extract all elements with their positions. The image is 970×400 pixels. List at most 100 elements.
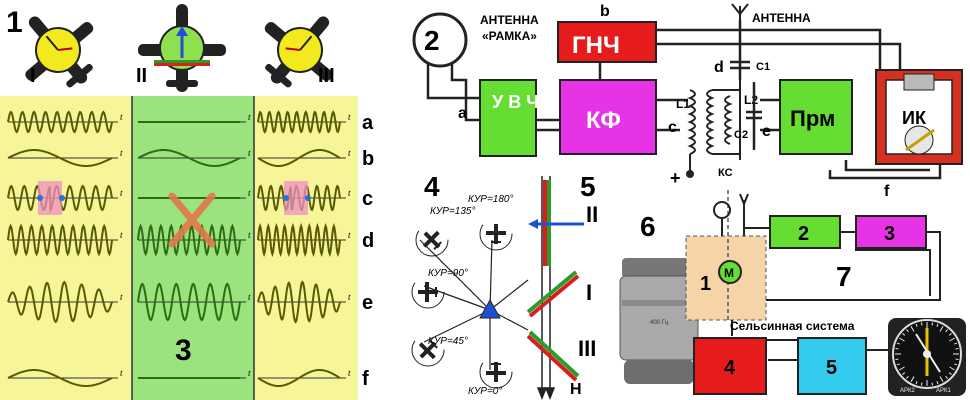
kf-label: КФ <box>586 107 621 134</box>
coil-l1-icon <box>686 89 696 178</box>
coil-l2-icon <box>706 80 741 160</box>
axis-t-label: t <box>120 230 123 240</box>
axis-t-label: t <box>248 292 251 302</box>
panel-number-7: 7 <box>836 261 852 292</box>
selsyn-motor-image: 400 Гц <box>619 258 699 384</box>
block-3 <box>855 215 927 249</box>
small-airplane-icon <box>486 362 506 382</box>
block-2-label: 2 <box>798 223 809 245</box>
frame-position-I <box>526 270 580 318</box>
axis-t-label: t <box>348 112 351 122</box>
block-5 <box>797 337 867 395</box>
row-label-c: c <box>362 188 373 210</box>
ks-label: КС <box>718 167 733 179</box>
kur-airplanes <box>411 217 513 389</box>
small-airplane-icon <box>418 282 438 302</box>
airplane-icon-position-III <box>264 16 333 88</box>
kur-135: КУР=135° <box>430 206 475 217</box>
block-4-label: 4 <box>724 357 736 379</box>
row-label-b: b <box>362 148 374 170</box>
band-position-II <box>132 96 254 400</box>
axis-t-label: t <box>248 368 251 378</box>
small-airplane-icon <box>418 340 438 360</box>
axis-t-label: t <box>120 188 123 198</box>
position-label-I: I <box>30 65 36 87</box>
waveform-e-II <box>137 282 241 322</box>
airplane-icon-position-I <box>25 16 94 88</box>
selsyn-system-label: Сельсинная система <box>730 319 855 333</box>
axis-t-label: t <box>348 292 351 302</box>
axis-t-label: t <box>248 230 251 240</box>
kur-90: КУР=90° <box>428 268 468 279</box>
waveform-d-I <box>7 223 113 257</box>
indicator-label-1: АРК2 <box>900 388 915 394</box>
c1-label: C1 <box>756 61 770 73</box>
waveform-f-III <box>257 369 341 387</box>
panel-number-5: 5 <box>580 171 596 202</box>
airplane-icon-position-II <box>138 4 226 92</box>
axis-t-label: t <box>348 230 351 240</box>
capacitor-c1-icon <box>730 60 750 70</box>
block-5-label: 5 <box>826 357 837 379</box>
axis-t-label: t <box>120 112 123 122</box>
wire-d-label: d <box>714 59 724 76</box>
uvch-label: У В Ч <box>492 92 539 112</box>
waveform-a-I <box>7 110 113 134</box>
kur-180: КУР=180° <box>468 194 513 205</box>
frame-label-I: I <box>586 280 592 305</box>
motor-label: M <box>724 266 734 280</box>
waveform-a-III <box>257 110 341 134</box>
panel-number-3: 3 <box>175 334 192 367</box>
uvch-block <box>479 79 537 157</box>
wire-e-label: e <box>762 123 771 140</box>
small-airplane-icon <box>422 230 442 250</box>
waveform-e-I <box>7 280 113 324</box>
l2-label: L2 <box>744 93 758 107</box>
gnch-block <box>557 21 657 63</box>
axis-t-label: t <box>348 188 351 198</box>
row-label-d: d <box>362 230 374 252</box>
waveform-b-II <box>137 149 241 167</box>
position-label-III: III <box>318 65 335 87</box>
waveform-e-III <box>257 280 341 324</box>
panel-number-6: 6 <box>640 211 656 242</box>
frame-position-III <box>526 330 580 382</box>
frame-antenna-label-2: «РАМКА» <box>482 29 537 43</box>
wire-c-label: c <box>668 119 677 136</box>
axis-t-label: t <box>120 292 123 302</box>
kf-block <box>559 79 657 155</box>
plus-label: + <box>670 168 681 188</box>
panel-7-inner-1: 1 <box>700 273 711 295</box>
station-marker <box>479 298 501 319</box>
block-3-label: 3 <box>884 223 895 245</box>
frame-position-II <box>528 180 584 266</box>
axis-t-label: t <box>120 148 123 158</box>
waveform-d-II <box>137 223 241 257</box>
antenna-icon <box>731 3 749 22</box>
wire-f-label: f <box>884 183 890 200</box>
waveform-f-I <box>7 369 113 387</box>
svg-text:400 Гц: 400 Гц <box>650 320 669 326</box>
small-airplane-icon <box>486 224 506 244</box>
capacitor-c2-icon <box>746 82 762 150</box>
gnch-label: ГНЧ <box>572 32 620 59</box>
wire-b-label: b <box>600 3 610 20</box>
panel-number-2: 2 <box>424 25 440 56</box>
waveform-b-III <box>257 149 341 167</box>
prm-block <box>779 79 853 155</box>
loop-antenna-icon <box>412 12 468 68</box>
prm-label: Прм <box>790 106 835 131</box>
waveform-d-III <box>257 222 341 258</box>
axis-t-label: t <box>248 112 251 122</box>
kur-0: КУР=0° <box>468 386 502 397</box>
axis-t-label: t <box>348 148 351 158</box>
c2-label: C2 <box>734 129 748 141</box>
row-label-f: f <box>362 368 369 390</box>
row-label-e: e <box>362 292 373 314</box>
panel-number-1: 1 <box>6 6 23 39</box>
block-4 <box>693 337 767 395</box>
axis-t-label: t <box>248 188 251 198</box>
